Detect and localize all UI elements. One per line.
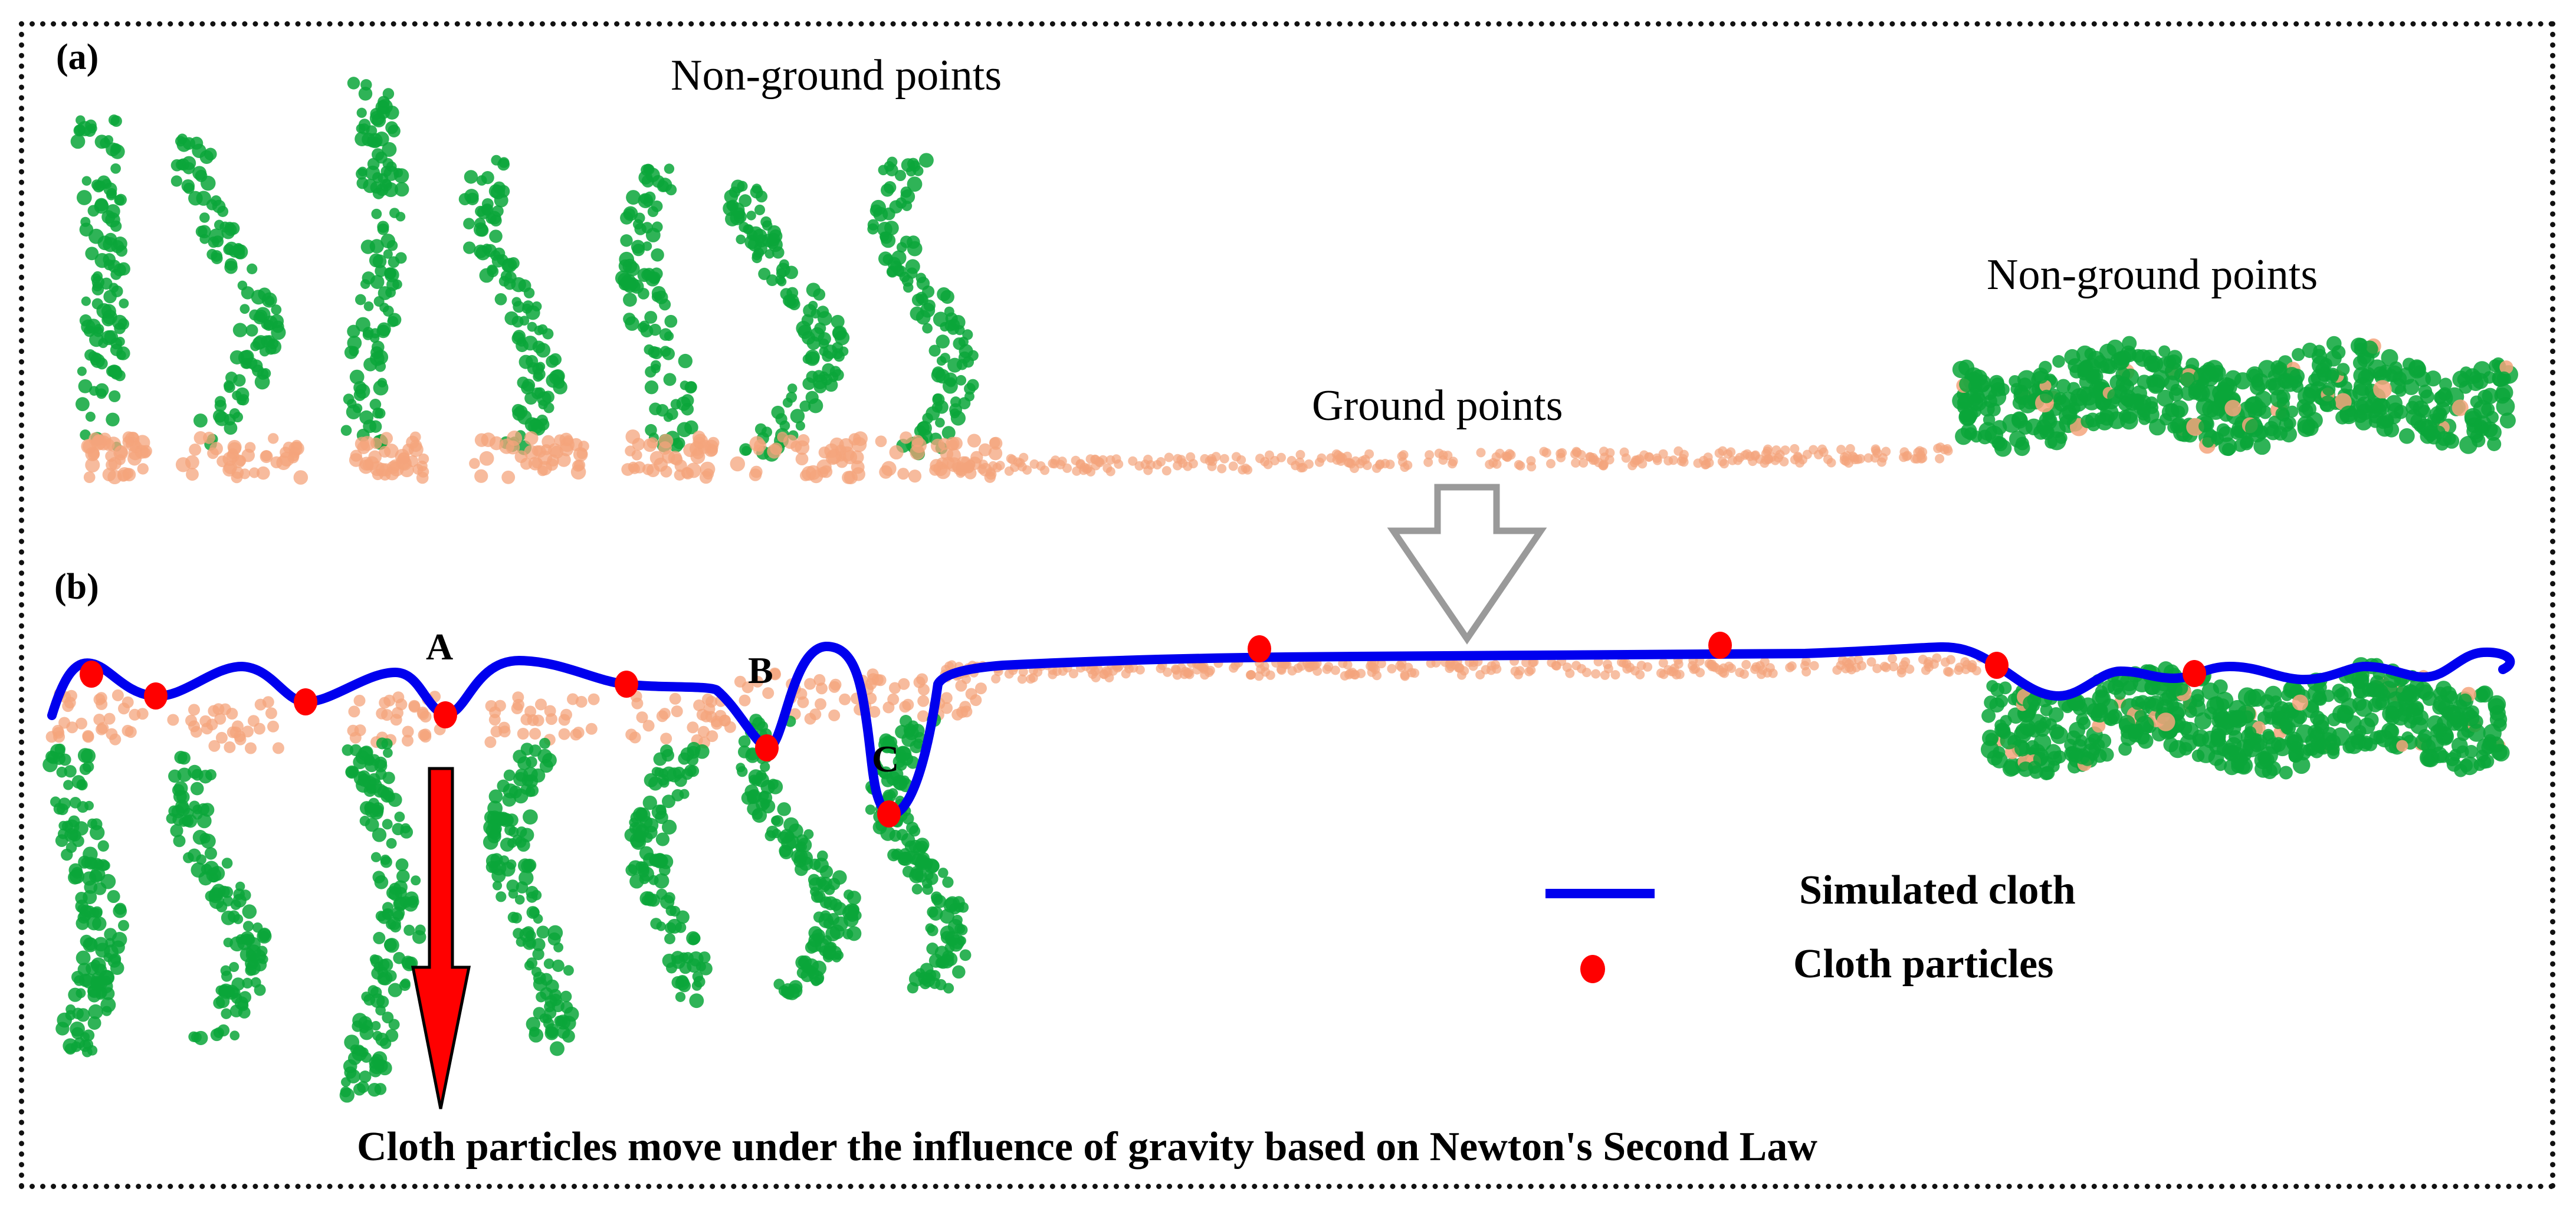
legend-particles-label: Cloth particles — [1793, 941, 2054, 987]
label-ground-points: Ground points — [1312, 382, 1563, 430]
cloth-particle-dot — [144, 682, 168, 710]
cloth-particle-dot — [1985, 652, 2009, 679]
particle-label-b: B — [748, 649, 773, 691]
particle-label-a: A — [426, 626, 454, 668]
panel-b-point-cloud — [42, 653, 2510, 1103]
particle-label-c: C — [872, 738, 900, 780]
cloth-particle-dot — [2183, 660, 2206, 687]
panel-b-tag: (b) — [54, 567, 99, 607]
cloth-particle-dot — [755, 734, 779, 761]
gravity-arrow-icon — [411, 767, 471, 1109]
cloth-particle-dot — [615, 671, 638, 698]
panel-a-tag: (a) — [56, 37, 99, 77]
cloth-particle-dot — [434, 701, 457, 728]
cloth-particles — [80, 632, 2206, 827]
cloth-particle-dot — [877, 800, 901, 827]
label-non-ground-right: Non-ground points — [1987, 251, 2318, 299]
panel-a-point-cloud — [70, 77, 2518, 485]
legend-cloth-label: Simulated cloth — [1799, 868, 2076, 913]
cloth-particle-dot — [294, 688, 317, 715]
transition-arrow-icon — [1387, 484, 1547, 645]
figure-caption: Cloth particles move under the influence… — [357, 1124, 1817, 1170]
legend-particle-dot-icon — [1580, 955, 1605, 983]
label-non-ground-left: Non-ground points — [671, 51, 1002, 100]
cloth-particle-dot — [80, 661, 103, 688]
cloth-particle-dot — [1248, 635, 1271, 662]
cloth-particle-dot — [1708, 632, 1732, 659]
